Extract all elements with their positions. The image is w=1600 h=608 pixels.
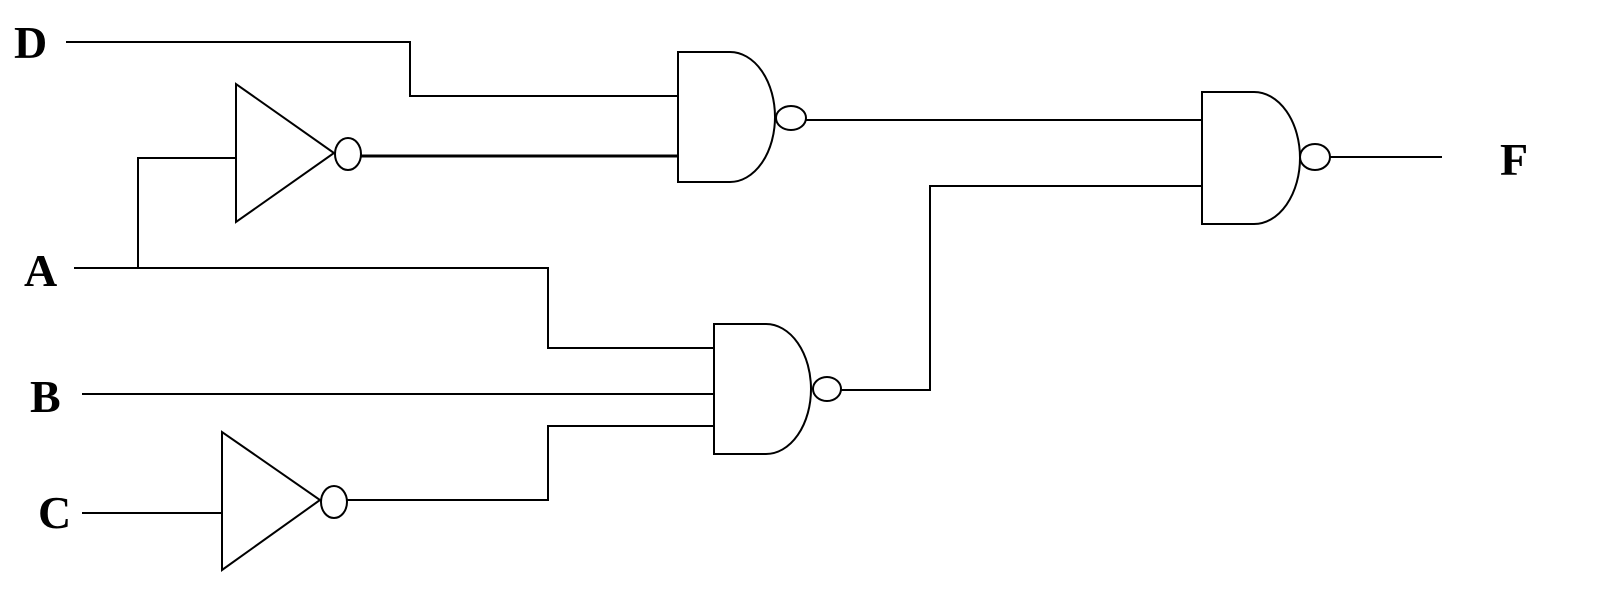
- wire-not-c-out: [347, 425, 714, 501]
- wire-a-branch: [137, 157, 238, 268]
- nand-gate-bottom-bubble: [812, 376, 842, 402]
- wire-nand-bottom-out: [841, 185, 1202, 391]
- input-label-b: B: [30, 371, 61, 422]
- input-label-a: A: [24, 245, 57, 296]
- nand-gate-output-bubble: [1299, 143, 1331, 171]
- nand-gate-bottom: [713, 323, 812, 455]
- not-gate-a: [235, 82, 336, 224]
- input-label-d: D: [14, 17, 47, 68]
- input-label-c: C: [38, 487, 71, 538]
- nand-gate-top: [677, 51, 776, 183]
- nand-gate-output: [1201, 91, 1301, 225]
- wire-a: [74, 267, 714, 349]
- not-gate-c: [221, 430, 322, 572]
- wire-d: [66, 41, 678, 97]
- not-gate-c-bubble: [320, 485, 348, 519]
- nand-gate-top-bubble: [775, 105, 807, 131]
- not-gate-a-bubble: [334, 137, 362, 171]
- output-label-f: F: [1500, 134, 1528, 185]
